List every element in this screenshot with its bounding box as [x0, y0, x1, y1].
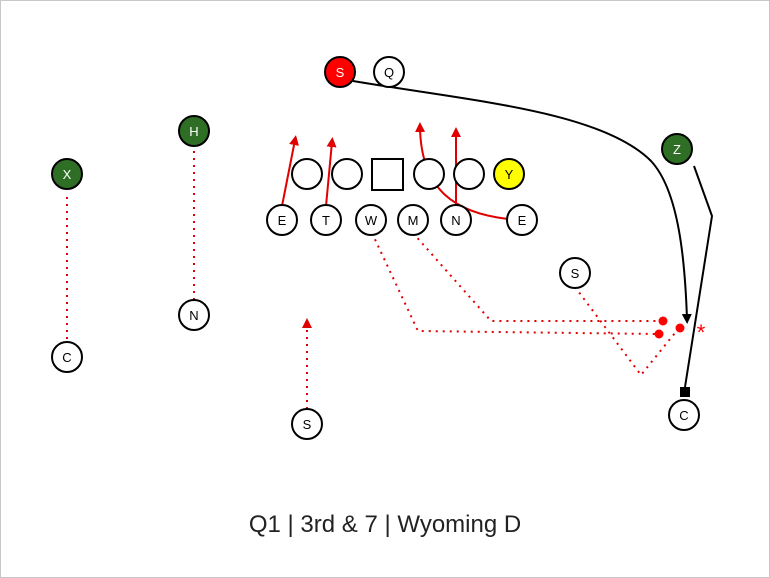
- caption-team: Wyoming D: [397, 511, 522, 538]
- defender-w: W: [355, 204, 387, 236]
- defender-e-left: E: [266, 204, 298, 236]
- svg-text:M: M: [408, 213, 419, 228]
- route-safety-right: [574, 286, 680, 377]
- rush-tackle: [325, 137, 337, 207]
- player-z: Z: [661, 133, 693, 165]
- caption-quarter: Q1: [248, 511, 281, 538]
- defender-e-right: E: [506, 204, 538, 236]
- svg-text:H: H: [189, 124, 198, 139]
- offensive-lineman-1: [291, 158, 323, 190]
- svg-text:S: S: [303, 417, 312, 432]
- player-s-red: S: [324, 56, 356, 88]
- player-y: Y: [493, 158, 525, 190]
- svg-text:E: E: [278, 213, 287, 228]
- svg-text:W: W: [365, 213, 378, 228]
- svg-text:N: N: [451, 213, 460, 228]
- svg-text:Z: Z: [673, 142, 681, 157]
- play-caption: Q1 | 3rd & 7 | Wyoming D: [1, 511, 769, 539]
- defender-c-right: C: [668, 399, 700, 431]
- caption-down-distance: 3rd & 7: [300, 511, 378, 538]
- defender-c-left: C: [51, 341, 83, 373]
- route-mike-drop: [412, 232, 659, 322]
- svg-text:Y: Y: [505, 167, 514, 182]
- defender-n-left: N: [178, 299, 210, 331]
- defender-s-deep: S: [291, 408, 323, 440]
- offensive-lineman-4: [413, 158, 445, 190]
- svg-text:T: T: [322, 213, 330, 228]
- defender-m: M: [397, 204, 429, 236]
- svg-text:C: C: [679, 408, 688, 423]
- offensive-lineman-5: [453, 158, 485, 190]
- svg-text:N: N: [189, 308, 198, 323]
- route-will-drop: [371, 232, 657, 335]
- route-flanker-end: [680, 387, 690, 397]
- svg-text:C: C: [62, 350, 71, 365]
- ball-marker-3: [675, 323, 685, 333]
- catch-marker: *: [697, 320, 706, 345]
- ball-marker-1: [658, 316, 668, 326]
- svg-text:S: S: [336, 65, 345, 80]
- svg-text:S: S: [571, 266, 580, 281]
- player-q: Q: [373, 56, 405, 88]
- center-square: [371, 158, 404, 191]
- route-flanker: [684, 165, 714, 388]
- rush-end-right: [415, 122, 509, 220]
- defender-s-right: S: [559, 257, 591, 289]
- player-h: H: [178, 115, 210, 147]
- svg-text:X: X: [63, 167, 72, 182]
- svg-text:E: E: [518, 213, 527, 228]
- caption-separator-2: |: [384, 511, 391, 538]
- player-x: X: [51, 158, 83, 190]
- route-snapper-wheel: [352, 80, 692, 324]
- ball-marker-2: [654, 329, 664, 339]
- rush-end-left: [281, 135, 299, 207]
- defender-t: T: [310, 204, 342, 236]
- caption-separator-1: |: [287, 511, 294, 538]
- offensive-lineman-2: [331, 158, 363, 190]
- svg-text:Q: Q: [384, 65, 394, 80]
- defender-n-nose: N: [440, 204, 472, 236]
